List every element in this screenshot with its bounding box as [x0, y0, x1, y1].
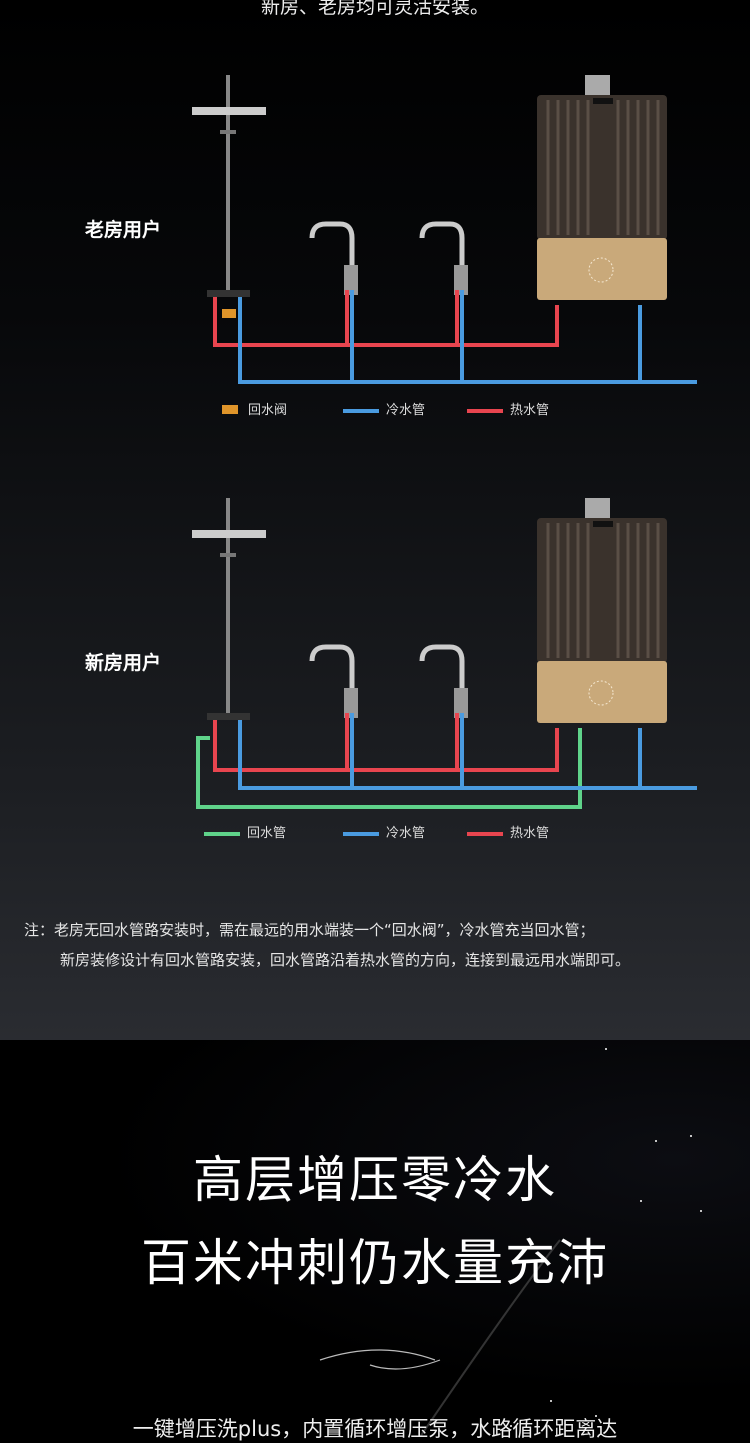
legend-return-pipe: 回水管 — [204, 822, 286, 841]
faucet-icon — [309, 221, 358, 295]
faucet-icon — [419, 644, 468, 718]
shower-icon — [192, 498, 266, 720]
return-valve-icon — [222, 309, 236, 318]
booster-section — [0, 1040, 750, 1437]
legend-cold-pipe: 冷水管 — [343, 822, 425, 841]
legend-cold-pipe: 冷水管 — [343, 399, 425, 418]
intro-text: 新房、老房均可灵活安装。 — [260, 0, 489, 18]
new-house-label: 新房用户 — [85, 652, 162, 674]
note-line-1: 注：老房无回水管路安装时，需在最远的用水端装一个“回水阀”，冷水管充当回水管； — [24, 921, 595, 939]
section-title-line-2: 百米冲刺仍水量充沛 — [141, 1234, 609, 1292]
water-heater-icon — [537, 498, 667, 723]
old-house-diagram — [192, 75, 697, 384]
faucet-icon — [419, 221, 468, 295]
legend-hot-pipe: 热水管 — [467, 399, 549, 418]
note-line-2: 新房装修设计有回水管路安装，回水管路沿着热水管的方向，连接到最远用水端即可。 — [60, 951, 631, 969]
water-heater-icon — [537, 75, 667, 300]
legend-return-valve: 回水阀 — [222, 399, 287, 418]
new-house-diagram — [192, 498, 697, 809]
section-description: 一键增压洗plus，内置循环增压泵，水路循环距离达 — [132, 1417, 618, 1441]
installation-note: 注：老房无回水管路安装时，需在最远的用水端装一个“回水阀”，冷水管充当回水管； … — [24, 915, 630, 975]
old-house-label: 老房用户 — [85, 219, 162, 241]
legend-hot-pipe: 热水管 — [467, 822, 549, 841]
shower-icon — [192, 75, 266, 297]
planet-arc-decoration — [319, 1239, 561, 1437]
section-title-line-1: 高层增压零冷水 — [193, 1151, 557, 1209]
faucet-icon — [309, 644, 358, 718]
